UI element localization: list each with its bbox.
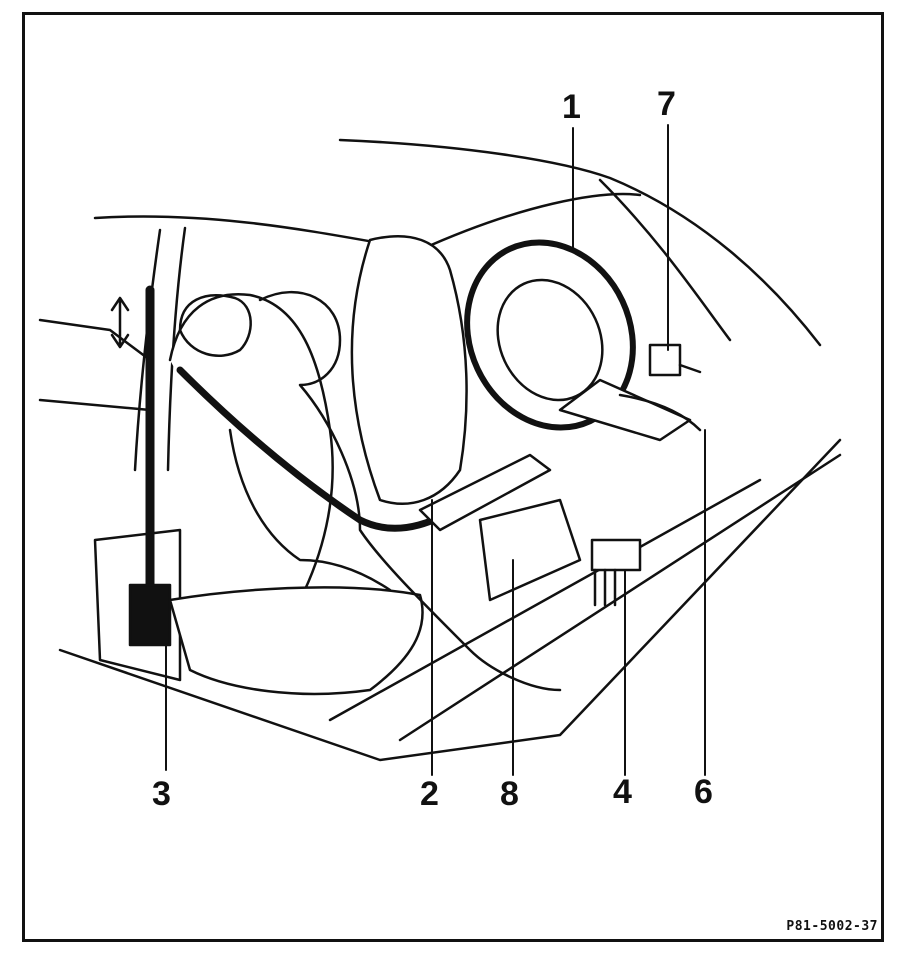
floor-outline <box>58 438 842 762</box>
callout-6: 6 <box>694 773 713 811</box>
occupant <box>258 290 562 692</box>
windshield-frame <box>338 138 822 347</box>
control-unit <box>648 343 682 377</box>
figure-code: P81-5002-37 <box>786 919 878 934</box>
callout-1: 1 <box>562 88 581 126</box>
door-panel <box>38 318 152 412</box>
callout-2: 2 <box>420 775 439 813</box>
sensor-unit <box>590 538 642 572</box>
headrest-driver <box>178 294 252 357</box>
roof-line <box>93 192 642 252</box>
center-console <box>418 453 552 532</box>
callout-8: 8 <box>500 775 519 813</box>
driver-seat-cushion <box>168 586 424 696</box>
callout-4: 4 <box>613 773 632 811</box>
steering-wheel <box>464 239 636 431</box>
callout-3: 3 <box>152 775 171 813</box>
callout-7: 7 <box>657 85 676 123</box>
driver-seat-back <box>168 293 334 602</box>
height-adjust-arrow <box>110 296 130 349</box>
passenger-seat <box>350 235 468 505</box>
